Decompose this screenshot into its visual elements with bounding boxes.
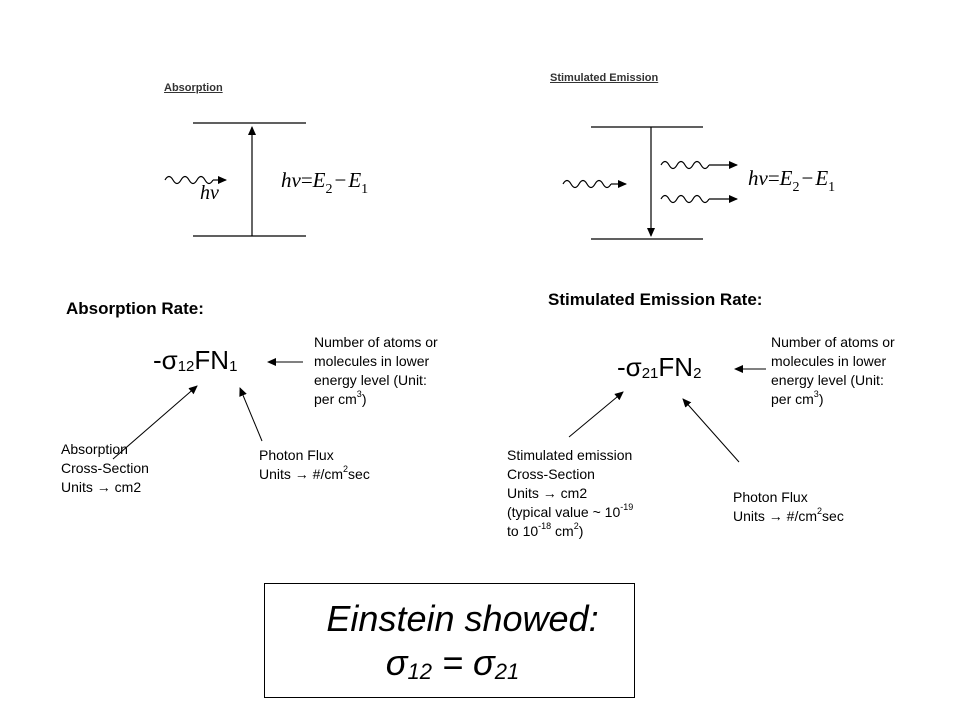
- note-line: Cross-Section: [61, 460, 149, 476]
- note-text: sec: [348, 466, 370, 482]
- note-sup: -19: [620, 502, 634, 512]
- note-text: Units → #/cm: [259, 466, 344, 482]
- annotation-arrows: [112, 358, 766, 463]
- note-line: molecules in lower: [771, 353, 887, 369]
- einstein-conclusion-box: Einstein showed: σ12 = σ21: [264, 583, 635, 698]
- incident-photon-wave: [164, 175, 214, 185]
- cross-section-equality: σ12 = σ21: [265, 642, 634, 685]
- eq-minus: −: [801, 166, 814, 190]
- eq-e2: E: [779, 166, 793, 190]
- note-text: ): [361, 391, 367, 407]
- formula-sigma: -σ: [617, 352, 642, 382]
- eq-lhs: hν: [748, 166, 768, 190]
- note-line: Photon Flux: [733, 489, 808, 505]
- note-sup: 2: [817, 506, 823, 516]
- eq-minus: −: [334, 168, 347, 192]
- absorption-energy-equation: hν=E2−E1: [281, 168, 368, 198]
- note-text: Units → #/cm: [733, 508, 818, 524]
- absorption-n-note: Number of atoms or molecules in lower en…: [314, 333, 438, 409]
- eq-e2-sub: 2: [792, 180, 800, 195]
- emission-diagram-title: Stimulated Emission: [550, 72, 659, 84]
- absorption-photon-label: hν: [200, 182, 219, 204]
- einstein-statement: Einstein showed:: [326, 598, 599, 639]
- note-text: per cm: [314, 391, 357, 407]
- flux2-pointer-arrow: [682, 398, 740, 463]
- emitted-photon-wave-upper: [660, 160, 710, 170]
- note-text: to 10: [507, 523, 539, 539]
- eq-e2-sub: 2: [325, 182, 333, 197]
- note-line: Cross-Section: [507, 466, 595, 482]
- note-line: Absorption: [61, 441, 128, 457]
- equals-sign: =: [431, 642, 474, 683]
- emission-rate-title: Stimulated Emission Rate:: [548, 290, 763, 309]
- absorption-rate-formula: -σ12FN1: [153, 345, 237, 376]
- note-line: Units → cm2: [61, 479, 142, 495]
- note-line: Number of atoms or: [314, 334, 438, 350]
- note-text: cm: [551, 523, 574, 539]
- note-text: ): [578, 523, 584, 539]
- note-line: energy level (Unit:: [771, 372, 884, 388]
- note-sup: 3: [813, 389, 819, 399]
- eq-e1: E: [815, 166, 829, 190]
- incident-photon-wave: [562, 179, 612, 189]
- eq-sign: =: [300, 168, 313, 192]
- note-line: Photon Flux: [259, 447, 334, 463]
- formula-fn: FN: [194, 345, 230, 375]
- note-line: to 10-18 cm2): [507, 522, 633, 541]
- note-text: ): [818, 391, 824, 407]
- emission-energy-equation: hν=E2−E1: [748, 166, 835, 196]
- absorption-diagram: [164, 122, 306, 237]
- note-line: Units → cm2: [507, 485, 588, 501]
- note-line: Units → #/cm2sec: [259, 465, 370, 484]
- absorption-diagram-title: Absorption: [164, 82, 223, 94]
- note-text: sec: [822, 508, 844, 524]
- formula-sigma: -σ: [153, 345, 178, 375]
- sigma12-pointer-arrow: [112, 385, 198, 460]
- formula-sigma-sub: 12: [177, 358, 195, 375]
- note-sup: 2: [573, 521, 579, 531]
- eq-e2: E: [312, 168, 326, 192]
- eq-e1-sub: 1: [828, 180, 836, 195]
- sigma-b: σ: [473, 642, 495, 683]
- note-line: per cm3): [771, 390, 895, 409]
- note-text: per cm: [771, 391, 814, 407]
- eq-e1: E: [348, 168, 362, 192]
- note-line: Units → #/cm2sec: [733, 507, 844, 526]
- sigma-a: σ: [385, 642, 408, 683]
- sigma-a-sub: 12: [407, 659, 432, 684]
- note-sup: 3: [356, 389, 362, 399]
- note-line: Number of atoms or: [771, 334, 895, 350]
- absorption-flux-note: Photon Flux Units → #/cm2sec: [259, 446, 370, 484]
- eq-lhs: hν: [281, 168, 301, 192]
- eq-sign: =: [767, 166, 780, 190]
- note-line: energy level (Unit:: [314, 372, 427, 388]
- emitted-photon-wave-lower: [660, 194, 710, 204]
- sigma-b-sub: 21: [494, 659, 520, 684]
- note-line: per cm3): [314, 390, 438, 409]
- note-line: molecules in lower: [314, 353, 430, 369]
- note-sup: -18: [538, 521, 552, 531]
- emission-rate-formula: -σ21FN2: [617, 352, 701, 383]
- note-line: Stimulated emission: [507, 447, 633, 463]
- emission-diagram: [562, 126, 738, 240]
- note-sup: 2: [343, 464, 349, 474]
- formula-sigma-sub: 21: [641, 365, 659, 382]
- eq-e1-sub: 1: [361, 182, 369, 197]
- note-line: (typical value ~ 10-19: [507, 503, 633, 522]
- absorption-rate-title: Absorption Rate:: [66, 299, 204, 318]
- emission-n-note: Number of atoms or molecules in lower en…: [771, 333, 895, 409]
- emission-flux-note: Photon Flux Units → #/cm2sec: [733, 488, 844, 526]
- absorption-cross-section-note: Absorption Cross-Section Units → cm2: [61, 440, 149, 497]
- note-text: (typical value ~ 10: [507, 504, 621, 520]
- emission-cross-section-note: Stimulated emission Cross-Section Units …: [507, 446, 633, 541]
- sigma21-pointer-arrow: [568, 391, 624, 438]
- formula-n-sub: 1: [229, 358, 238, 375]
- formula-n-sub: 2: [693, 365, 702, 382]
- flux1-pointer-arrow: [239, 387, 263, 442]
- formula-fn: FN: [658, 352, 694, 382]
